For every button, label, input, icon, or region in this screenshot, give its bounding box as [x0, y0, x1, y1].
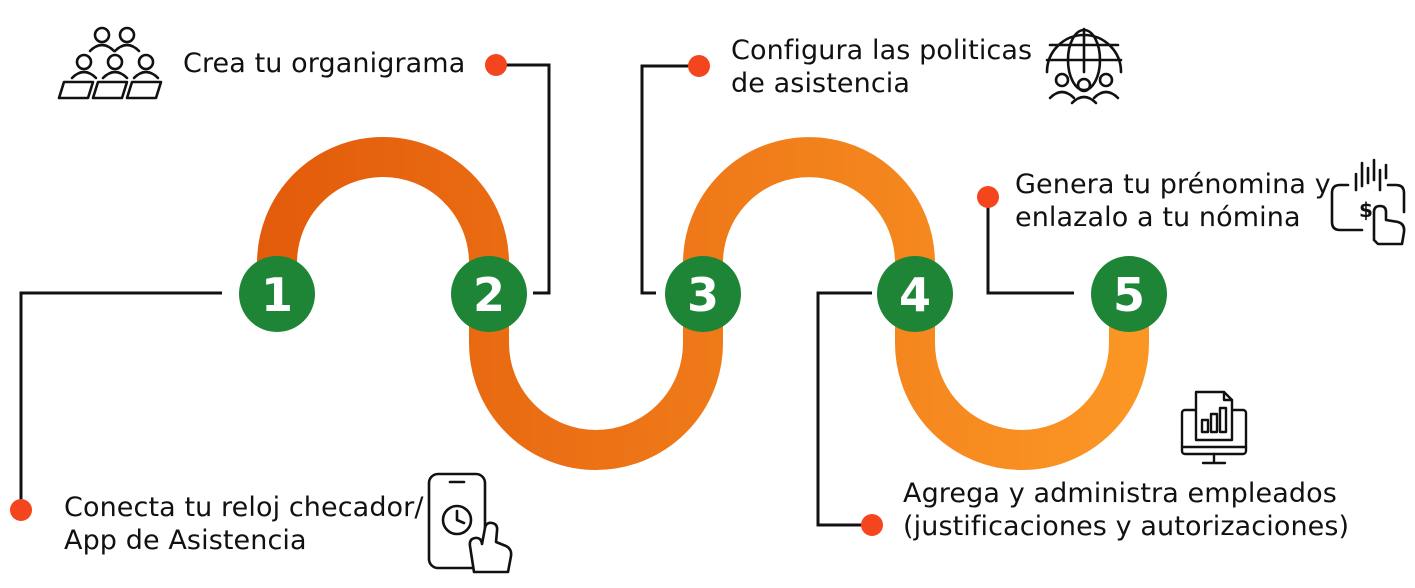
svg-text:$: $ [1359, 198, 1373, 222]
connector-3 [640, 64, 697, 295]
connector-1 [19, 291, 222, 508]
bullet-1 [10, 499, 32, 521]
connector-5 [986, 198, 1074, 295]
step-3-line-1: Configura las politicas [731, 35, 1033, 66]
step-2-label: Crea tu organigrama [183, 47, 465, 80]
globe-people-icon [1045, 27, 1123, 105]
step-4-line-1: Agrega y administra empleados [903, 478, 1337, 509]
step-5-line-1: Genera tu prénomina y [1015, 169, 1331, 200]
step-number-1: 1 [261, 268, 293, 322]
step-5-line-2: enlazalo a tu nómina [1015, 202, 1301, 233]
bullet-5 [977, 186, 999, 208]
step-badge-3: 3 [665, 256, 741, 332]
step-number-3: 3 [687, 268, 719, 322]
connector-2 [497, 63, 551, 295]
step-2-line-1: Crea tu organigrama [183, 48, 466, 79]
step-4-label: Agrega y administra empleados (justifica… [903, 477, 1349, 543]
monitor-report-icon [1180, 390, 1248, 465]
step-3-label: Configura las politicas de asistencia [731, 34, 1032, 100]
bullet-3 [688, 55, 710, 77]
bullet-4 [861, 514, 883, 536]
connector-4 [816, 291, 872, 527]
step-1-line-2: App de Asistencia [64, 525, 307, 556]
org-team-icon [57, 26, 163, 100]
bullet-2 [485, 54, 507, 76]
step-5-label: Genera tu prénomina y enlazalo a tu nómi… [1015, 168, 1331, 234]
step-badge-5: 5 [1091, 256, 1167, 332]
bullets [10, 54, 999, 536]
step-number-5: 5 [1113, 268, 1145, 322]
step-1-label: Conecta tu reloj checador/ App de Asiste… [64, 491, 424, 557]
connector-lines [19, 63, 1074, 527]
step-number-2: 2 [473, 268, 505, 322]
step-number-4: 4 [899, 268, 931, 322]
step-badge-4: 4 [877, 256, 953, 332]
step-4-line-2: (justificaciones y autorizaciones) [903, 511, 1350, 542]
step-1-line-1: Conecta tu reloj checador/ [64, 492, 424, 523]
phone-clock-tap-icon [427, 472, 513, 574]
step-badge-1: 1 [239, 256, 315, 332]
step-badge-2: 2 [451, 256, 527, 332]
payment-tap-icon: $ [1330, 158, 1406, 246]
step-3-line-2: de asistencia [731, 68, 911, 99]
